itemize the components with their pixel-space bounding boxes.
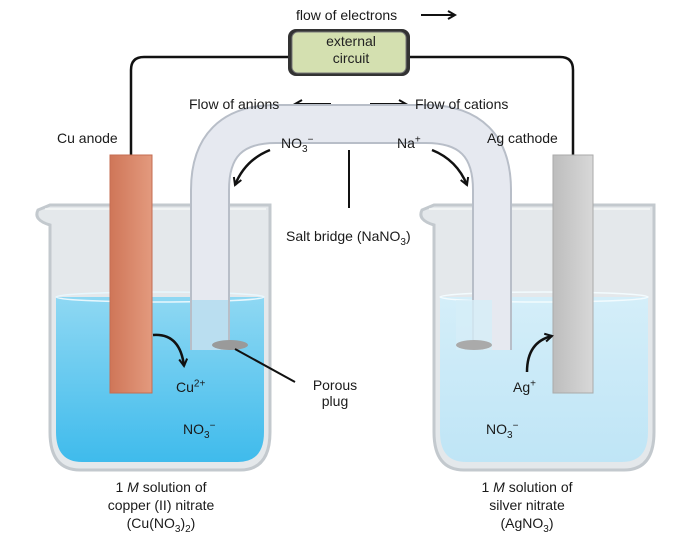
right-beaker [419, 203, 656, 472]
external-circuit-box [288, 29, 410, 76]
right-solution-caption: 1 M solution of silver nitrate (AgNO3) [481, 479, 573, 535]
circuit-line-1: external [326, 33, 376, 49]
ag-ion-arrow [525, 336, 552, 373]
circuit-line-2: circuit [332, 50, 370, 66]
left-porous-plug [212, 340, 248, 350]
nitrate-bridge-arrow [235, 148, 271, 185]
cu-ion-arrow [152, 333, 184, 366]
porous-plug-pointer [234, 348, 296, 383]
silver-electrode [552, 154, 594, 394]
bridge-nitrate-ion: NO3− [281, 134, 314, 155]
bridge-sodium-ion: Na+ [397, 134, 421, 151]
left-solution [56, 297, 264, 462]
ag-ion-label: Ag+ [513, 378, 536, 395]
sodium-bridge-arrow [431, 148, 467, 185]
right-porous-plug [456, 340, 492, 350]
right-nitrate-label: NO3− [486, 420, 519, 441]
left-solution-caption: 1 M solution of copper (II) nitrate (Cu(… [107, 479, 215, 535]
flow-of-electrons-label: flow of electrons [296, 7, 398, 23]
salt-bridge-label: Salt bridge (NaNO3) [286, 228, 411, 248]
left-beaker [35, 203, 272, 472]
left-nitrate-label: NO3− [183, 420, 216, 441]
flow-of-cations-label: Flow of cations [415, 96, 509, 112]
ag-cathode-label: Ag cathode [487, 130, 558, 146]
flow-of-anions-label: Flow of anions [189, 96, 280, 112]
cu-anode-label: Cu anode [57, 130, 118, 146]
copper-electrode [109, 154, 153, 394]
porous-plug-label: Porous plug [312, 377, 358, 409]
cu-ion-label: Cu2+ [176, 378, 206, 395]
external-circuit-label: external circuit [292, 33, 410, 67]
salt-bridge [190, 104, 512, 350]
